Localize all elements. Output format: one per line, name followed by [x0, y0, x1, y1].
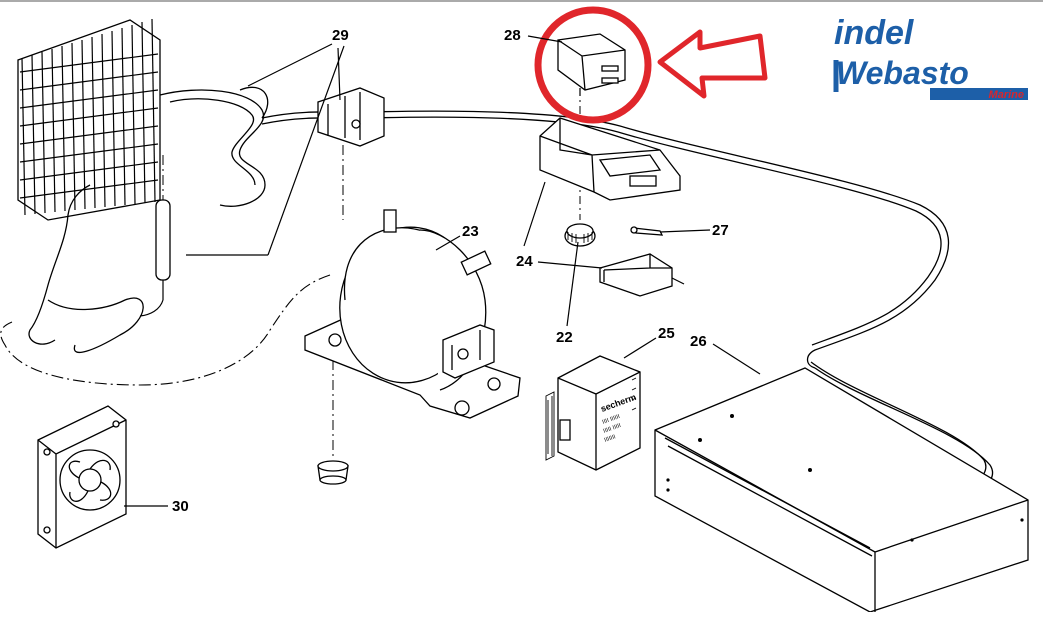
condenser-tube [19, 143, 159, 163]
mounting-bracket [317, 87, 385, 147]
logo-tagline: Marine [989, 89, 1024, 101]
condenser-fin [131, 24, 136, 205]
condenser-coil [17, 18, 269, 354]
condenser-fin [91, 36, 96, 209]
condenser-fin [21, 57, 26, 216]
condenser-tube [19, 125, 159, 145]
condenser-tube [19, 53, 159, 73]
temperature-bulb [630, 226, 664, 236]
condenser-fin [41, 51, 46, 214]
label-thermostat-housing: 24 [516, 253, 533, 270]
condenser-fin [101, 33, 106, 208]
condenser-fin [61, 45, 66, 212]
condenser-tube [19, 161, 159, 181]
cooling-fan [37, 405, 127, 549]
evaporator-box [654, 367, 1029, 613]
condenser-tube [19, 71, 159, 91]
label-bulb: 27 [712, 222, 729, 239]
label-knob: 22 [556, 329, 573, 346]
label-electronic-unit: 25 [658, 325, 675, 342]
thermostat-housing [539, 117, 681, 201]
condenser-fin [121, 27, 126, 206]
label-fan: 30 [172, 498, 189, 515]
condenser-fin [81, 39, 86, 210]
label-condenser: 29 [332, 27, 349, 44]
compressor [304, 209, 521, 419]
highlight-arrow-icon [657, 29, 768, 99]
part-labels: 29 23 28 24 22 27 25 26 30 [172, 27, 729, 515]
condenser-tube [19, 89, 159, 109]
highlight-circle [534, 6, 652, 124]
leader-lines [124, 35, 761, 507]
label-compressor: 23 [462, 223, 479, 240]
rubber-grommet [317, 460, 349, 485]
thermostat [599, 253, 685, 297]
condenser-fin [31, 54, 36, 215]
condenser-fin [71, 42, 76, 211]
logo-line-1: indel [834, 14, 915, 52]
label-relay: 28 [504, 27, 521, 44]
condenser-fin [51, 48, 56, 213]
control-unit-line-3: IIIIIII [604, 434, 617, 444]
logo-line-2: Webasto [836, 55, 969, 91]
filter-drier [139, 199, 171, 317]
electronic-control-unit: secherm IIII IIIIII IIIII IIIII IIIIIII [545, 355, 641, 471]
condenser-fin [141, 21, 146, 204]
condenser-tube [19, 179, 159, 199]
indel-webasto-logo: indel Webasto Marine [833, 14, 1028, 101]
condenser-tube [19, 107, 159, 127]
thermostat-knob [564, 223, 596, 247]
condenser-fin [151, 18, 156, 203]
relay-module [557, 33, 626, 96]
label-evaporator: 26 [690, 333, 707, 350]
